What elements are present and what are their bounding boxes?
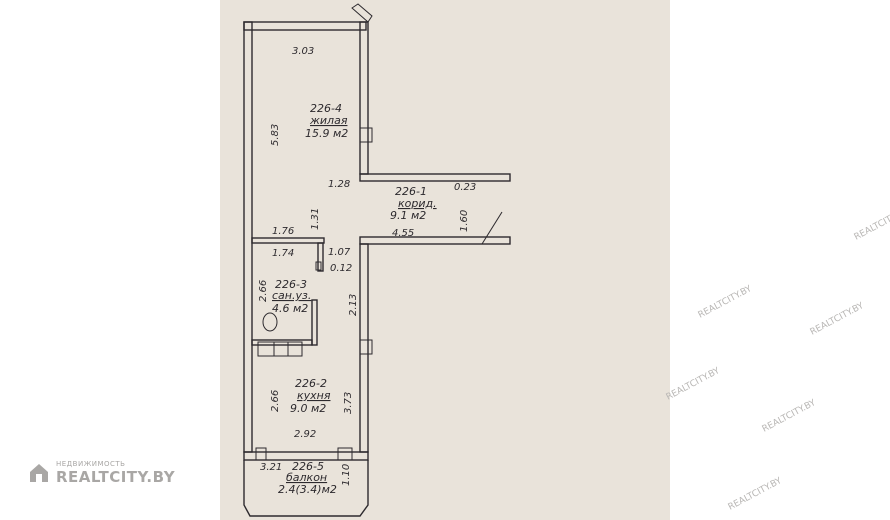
watermark-text: REALTCITY.BY bbox=[665, 366, 722, 403]
dim-label: 2.92 bbox=[294, 429, 316, 440]
wall-bath-door bbox=[311, 299, 318, 346]
balcony-outline bbox=[243, 460, 369, 517]
dim-label: 1.76 bbox=[272, 226, 294, 237]
wall-corridor-bottom bbox=[359, 236, 511, 245]
dim-label: 0.23 bbox=[454, 182, 476, 193]
dim-label: 2.66 bbox=[270, 390, 281, 412]
balcony-door-left bbox=[255, 447, 267, 461]
brand-small-text: НЕДВИЖИМОСТЬ bbox=[56, 460, 126, 468]
niche-right bbox=[359, 339, 373, 355]
room-226-2-area: 9.0 м2 bbox=[290, 402, 326, 415]
wall-balcony-top bbox=[243, 451, 369, 461]
dim-label: 3.21 bbox=[260, 462, 282, 473]
room-226-5-name: балкон bbox=[286, 471, 327, 484]
walls bbox=[243, 21, 511, 517]
dimension-labels: 3.03 5.83 1.28 0.23 1.31 1.60 1.76 4.55 … bbox=[258, 46, 476, 486]
dim-label: 3.73 bbox=[343, 392, 354, 414]
door-swing bbox=[481, 211, 503, 245]
dim-label: 1.74 bbox=[272, 248, 294, 259]
house-logo-icon bbox=[30, 464, 48, 482]
balcony-door-right bbox=[337, 447, 353, 461]
niche-upper bbox=[359, 127, 373, 143]
wall-top bbox=[243, 21, 367, 31]
fixtures bbox=[255, 3, 503, 461]
wall-right-upper bbox=[359, 21, 369, 175]
watermark-text: REALTCITY.BY bbox=[761, 398, 818, 435]
dim-label: 3.03 bbox=[292, 46, 314, 57]
room-226-3-name: сан.уз. bbox=[272, 289, 311, 302]
dim-label: 1.10 bbox=[341, 464, 352, 486]
sink-fixture bbox=[257, 341, 303, 357]
wall-partition-living bbox=[251, 237, 325, 244]
room-226-3-number: 226-3 bbox=[275, 278, 307, 291]
dim-label: 0.12 bbox=[330, 263, 352, 274]
room-226-5-number: 226-5 bbox=[292, 460, 324, 473]
dim-label: 2.13 bbox=[348, 294, 359, 316]
dim-label: 1.31 bbox=[310, 208, 321, 230]
dim-label: 5.83 bbox=[270, 124, 281, 146]
wall-right-lower bbox=[359, 243, 369, 453]
floor-plan-sheet: 226-4 жилая 15.9 м2 226-1 корид. 9.1 м2 … bbox=[220, 0, 670, 520]
room-226-3-area: 4.6 м2 bbox=[272, 302, 308, 315]
room-226-1-name: корид. bbox=[398, 197, 437, 210]
floor-plan: 226-4 жилая 15.9 м2 226-1 корид. 9.1 м2 … bbox=[243, 3, 511, 517]
pillar bbox=[315, 261, 322, 271]
watermark-text: REALTCITY.BY bbox=[727, 476, 784, 513]
toilet-fixture bbox=[262, 312, 278, 332]
window-marker bbox=[351, 3, 373, 23]
wall-left bbox=[243, 21, 253, 453]
watermark-text: REALTCITY.BY bbox=[809, 301, 866, 338]
dim-label: 1.07 bbox=[328, 247, 351, 258]
watermark-text: REALTCITY.BY bbox=[853, 206, 890, 243]
dim-label: 1.60 bbox=[459, 210, 470, 232]
room-226-2-number: 226-2 bbox=[295, 377, 327, 390]
room-226-4-area: 15.9 м2 bbox=[305, 127, 348, 140]
room-226-5-area: 2.4(3.4)м2 bbox=[278, 483, 337, 496]
room-226-4-name: жилая bbox=[309, 114, 348, 127]
room-226-1-area: 9.1 м2 bbox=[390, 209, 426, 222]
wall-bath-vertical bbox=[317, 242, 324, 272]
dim-label: 1.28 bbox=[328, 179, 350, 190]
wall-corridor-top bbox=[359, 173, 511, 182]
brand-watermark: НЕДВИЖИМОСТЬ REALTCITY.BY bbox=[28, 460, 175, 486]
watermark-text: REALTCITY.BY bbox=[697, 284, 754, 321]
dim-label: 4.55 bbox=[392, 228, 414, 239]
room-226-4-number: 226-4 bbox=[310, 102, 342, 115]
room-labels: 226-4 жилая 15.9 м2 226-1 корид. 9.1 м2 … bbox=[272, 102, 437, 496]
dim-label: 2.66 bbox=[258, 280, 269, 302]
room-226-1-number: 226-1 bbox=[395, 185, 427, 198]
brand-large-text: REALTCITY.BY bbox=[56, 468, 176, 486]
room-226-2-name: кухня bbox=[297, 389, 331, 402]
